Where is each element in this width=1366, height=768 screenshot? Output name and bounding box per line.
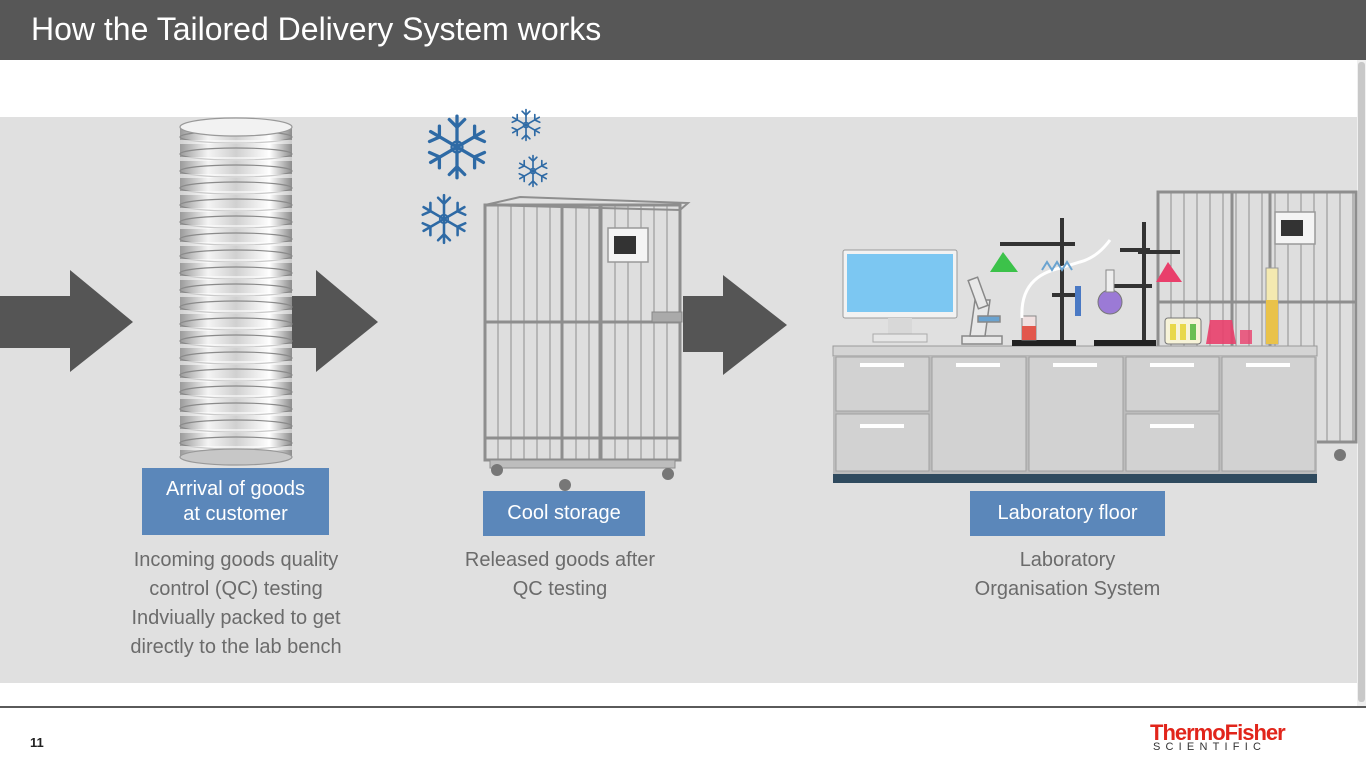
step-description-arrival: Incoming goods quality control (QC) test… <box>100 546 372 662</box>
step-description-laboratory-floor: Laboratory Organisation System <box>930 546 1205 604</box>
description-line: Indviually packed to get <box>131 607 341 629</box>
lab-bench-icon <box>832 345 1318 483</box>
description-line: Laboratory <box>1019 549 1116 571</box>
scrollbar-thumb[interactable] <box>1358 62 1365 702</box>
petri-dish-stack-icon <box>179 117 293 466</box>
slide-title: How the Tailored Delivery System works <box>31 11 602 47</box>
roll-cage-icon <box>483 195 691 491</box>
description-line: QC testing <box>512 578 608 600</box>
step-label-arrival-line1: Arrival of goods <box>166 477 305 500</box>
thermo-fisher-logo: ThermoFisher SCIENTIFIC <box>1150 720 1290 756</box>
step-label-laboratory-floor: Laboratory floor <box>970 491 1165 536</box>
microscope-icon <box>961 276 1003 345</box>
step-label-cool-storage: Cool storage <box>483 491 645 536</box>
logo-subtitle: SCIENTIFIC <box>1153 741 1267 753</box>
flow-arrow-1 <box>0 270 133 372</box>
page-number: 11 <box>30 735 44 750</box>
step-description-cool-storage: Released goods after QC testing <box>430 546 690 604</box>
title-bar: How the Tailored Delivery System works <box>0 0 1366 60</box>
flow-arrow-2 <box>270 270 378 372</box>
description-line: control (QC) testing <box>149 578 323 600</box>
description-line: directly to the lab bench <box>130 636 342 658</box>
footer-divider <box>0 706 1366 708</box>
logo-name: ThermoFisher <box>1150 720 1286 745</box>
flow-arrow-3 <box>683 275 787 375</box>
step-label-arrival: Arrival of goods at customer <box>142 468 329 535</box>
step-label-arrival-line2: at customer <box>183 502 288 525</box>
description-line: Incoming goods quality <box>133 549 339 571</box>
monitor-icon <box>842 249 958 343</box>
description-line: Released goods after <box>464 549 656 571</box>
description-line: Organisation System <box>974 578 1161 600</box>
lab-glassware-icon <box>990 218 1279 346</box>
